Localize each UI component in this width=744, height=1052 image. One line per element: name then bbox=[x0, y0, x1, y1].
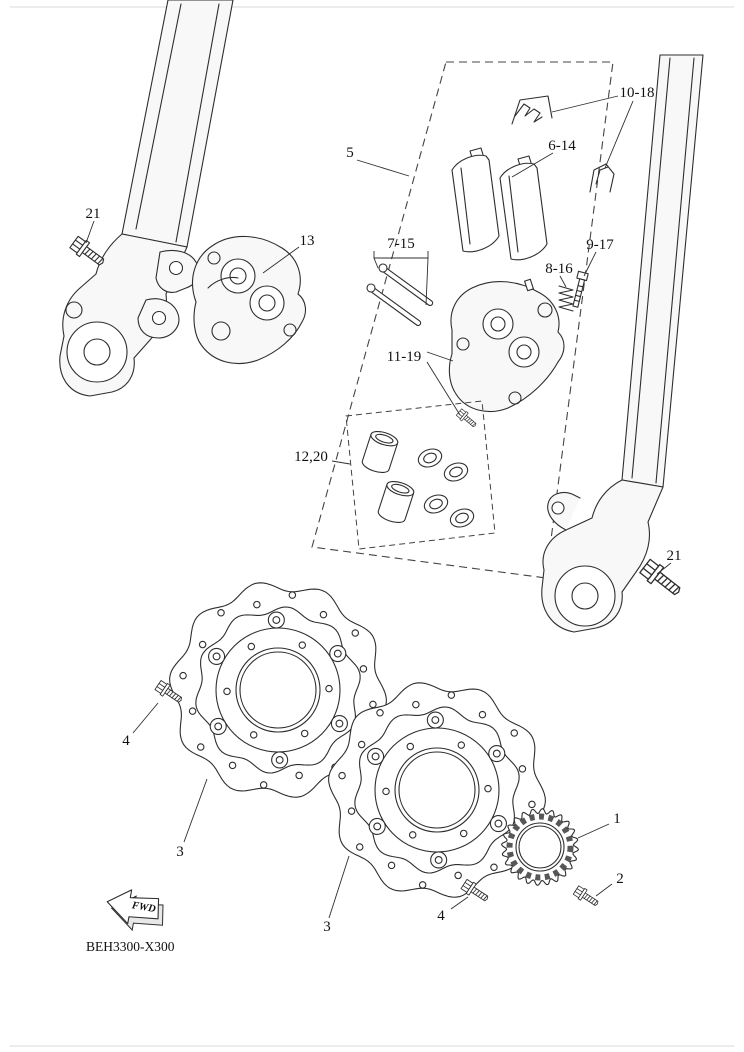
callout-bleed-screw: 9-17 bbox=[586, 237, 614, 253]
fwd-label: FWD bbox=[130, 900, 157, 915]
drawing-code: BEH3300-X300 bbox=[86, 939, 175, 954]
leader-disc-left bbox=[183, 778, 208, 843]
sensor-rotor bbox=[501, 808, 579, 886]
callout-disc-left: 3 bbox=[176, 844, 184, 860]
callout-pad-pins: 7-15 bbox=[387, 236, 415, 252]
piston-seal-kit bbox=[345, 400, 496, 550]
leader-sensor-bolt bbox=[595, 883, 613, 897]
callout-disc-right: 3 bbox=[323, 919, 331, 935]
callout-caliper-assy: 11-19 bbox=[387, 349, 421, 365]
front-fork-left bbox=[59, 0, 234, 397]
caliper-piston bbox=[377, 480, 415, 524]
part-callouts: 21 13 5 7-15 6-14 10-18 8-16 9-17 11-19 … bbox=[86, 85, 682, 935]
bleed-spring bbox=[558, 285, 574, 312]
leader-disc-bolt-right bbox=[450, 896, 469, 910]
leader-bleed-screw bbox=[583, 251, 597, 277]
leader-kit-outline bbox=[356, 159, 410, 177]
callout-brake-pads: 6-14 bbox=[548, 138, 576, 154]
leader-caliper-left bbox=[262, 246, 300, 274]
front-brake-disc-left bbox=[169, 582, 387, 798]
leader-sensor-rotor bbox=[577, 823, 610, 839]
callout-fork-bolt-right: 21 bbox=[667, 548, 682, 564]
callout-pad-springs: 10-18 bbox=[620, 85, 655, 101]
leader-fork-bolt-right bbox=[656, 562, 672, 575]
piston-seal bbox=[417, 448, 443, 468]
callout-sensor-rotor: 1 bbox=[613, 811, 621, 827]
fwd-arrow: FWD bbox=[106, 889, 164, 932]
dust-seal bbox=[423, 494, 449, 514]
caliper-assembly bbox=[448, 278, 565, 430]
callout-sensor-bolt: 2 bbox=[616, 871, 624, 887]
leader-caliper-assy bbox=[426, 351, 461, 416]
leader-seal-kit bbox=[331, 460, 351, 465]
leader-disc-right bbox=[328, 855, 350, 919]
leader-pad-pins bbox=[373, 251, 429, 306]
dust-seal bbox=[449, 508, 475, 528]
front-brake-disc-right bbox=[328, 682, 546, 898]
fork-bolt-right bbox=[638, 557, 686, 601]
callout-fork-bolt-left: 21 bbox=[86, 206, 101, 222]
leader-fork-bolt-left bbox=[85, 220, 95, 244]
front-fork-right bbox=[541, 54, 704, 633]
pad-pins bbox=[366, 263, 434, 327]
callout-disc-bolt-left: 4 bbox=[122, 733, 130, 749]
leader-spring bbox=[559, 275, 567, 288]
piston-seal bbox=[443, 462, 469, 482]
brake-caliper-left bbox=[192, 235, 307, 365]
leader-pad-springs bbox=[551, 95, 634, 169]
callout-kit-outline: 5 bbox=[346, 145, 354, 161]
brake-pads bbox=[451, 147, 548, 261]
parts-kit-boundary bbox=[311, 61, 614, 579]
leader-brake-pads bbox=[511, 152, 554, 178]
leader-lines bbox=[85, 95, 672, 919]
callout-caliper-left: 13 bbox=[300, 233, 315, 249]
leader-disc-bolt-left bbox=[132, 702, 159, 734]
caliper-piston bbox=[361, 430, 399, 474]
callout-seal-kit: 12,20 bbox=[294, 449, 328, 465]
sensor-rotor-bolt bbox=[572, 884, 602, 910]
callout-disc-bolt-right: 4 bbox=[437, 908, 445, 924]
callout-spring: 8-16 bbox=[545, 261, 573, 277]
